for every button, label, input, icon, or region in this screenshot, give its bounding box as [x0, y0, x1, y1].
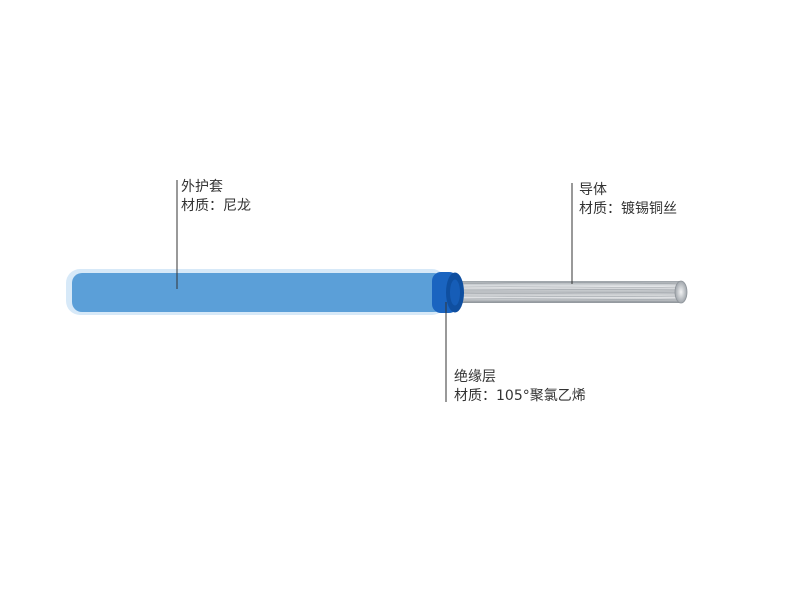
- conductor-end: [674, 280, 688, 304]
- jacket-name: 外护套: [181, 179, 223, 195]
- jacket-material: 材质：尼龙: [181, 198, 251, 214]
- insulation-callout: 绝缘层 材质：105°聚氯乙烯: [454, 368, 586, 406]
- outer-jacket: [66, 269, 446, 315]
- insulation-name: 绝缘层: [454, 369, 496, 385]
- insulation-layer: [432, 272, 464, 313]
- jacket-callout: 外护套 材质：尼龙: [181, 178, 251, 216]
- insulation-material: 材质：105°聚氯乙烯: [454, 388, 586, 404]
- conductor-callout: 导体 材质：镀锡铜丝: [579, 181, 677, 219]
- conductor-strands: [452, 280, 688, 304]
- conductor-name: 导体: [579, 182, 607, 198]
- conductor-material: 材质：镀锡铜丝: [579, 201, 677, 217]
